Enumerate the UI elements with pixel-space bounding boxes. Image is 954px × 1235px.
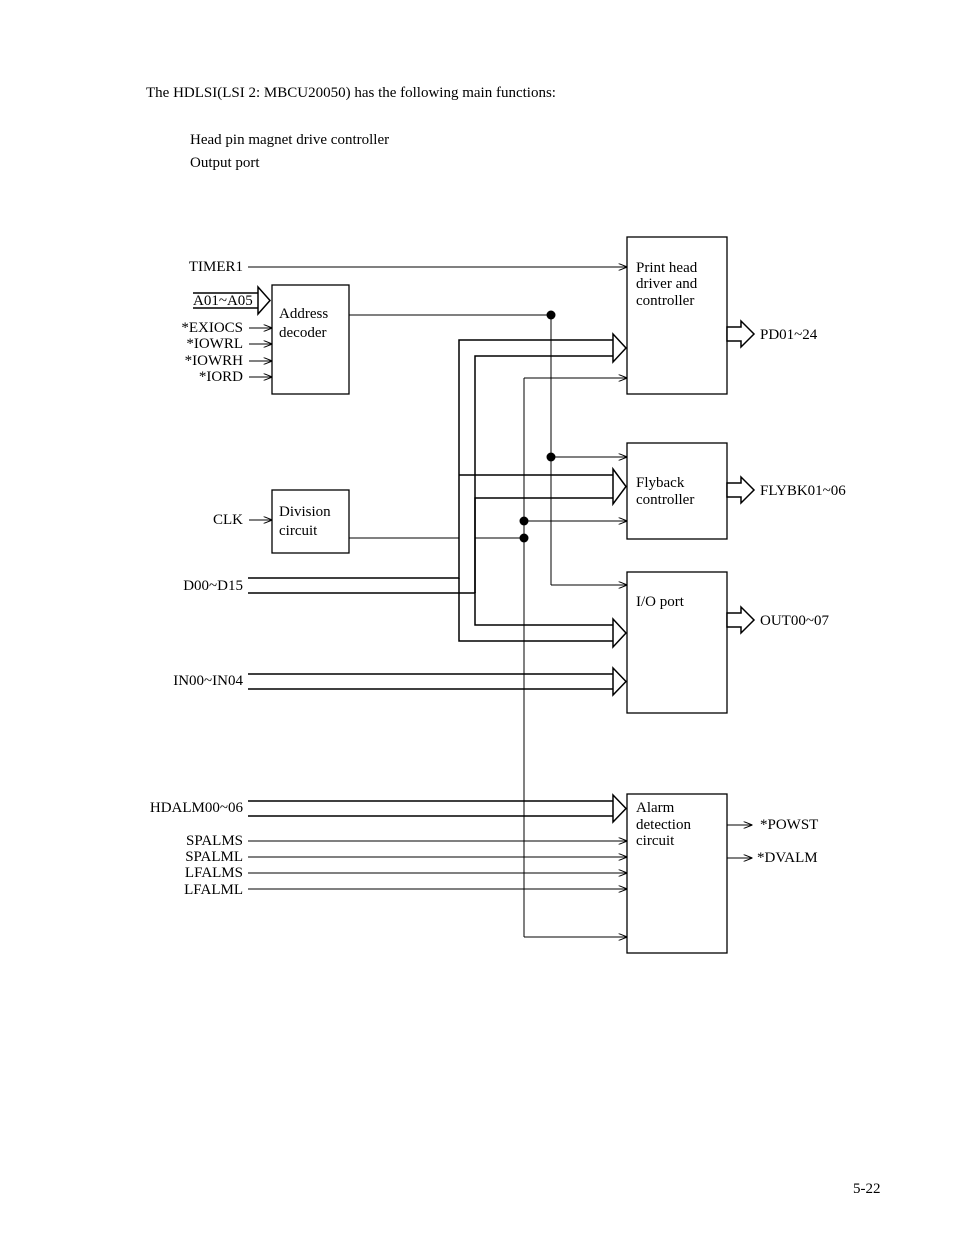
division-circuit-label: circuit (279, 523, 318, 539)
flyback-label: Flyback (636, 475, 685, 491)
signal-label-hdalm00-06: HDALM00~06 (150, 800, 244, 816)
intro-text: The HDLSI(LSI 2: MBCU20050) has the foll… (146, 85, 556, 101)
print-head-block (626, 236, 728, 395)
print-head-label: driver and (636, 276, 698, 292)
signal-label-iowrl: *IOWRL (186, 336, 243, 352)
signal-lines (248, 267, 752, 937)
signal-label-dvalm: *DVALM (757, 850, 818, 866)
junction-dots (519, 310, 556, 543)
alarm-block (626, 793, 728, 954)
signal-label-iord: *IORD (199, 369, 243, 385)
signal-label-lfalml: LFALML (184, 882, 243, 898)
data-bus (193, 285, 628, 824)
address-decoder-label: decoder (279, 325, 326, 341)
division-circuit-block (271, 489, 350, 554)
signal-label-iowrh: *IOWRH (185, 353, 243, 369)
function-item: Output port (190, 155, 260, 171)
address-decoder-block (271, 284, 350, 395)
signal-label-clk: CLK (213, 512, 243, 528)
signal-label-a01-a05: A01~A05 (193, 293, 253, 309)
flyback-label: controller (636, 492, 694, 508)
signal-label-spalms: SPALMS (186, 833, 243, 849)
alarm-label: Alarm (636, 800, 675, 816)
page-number: 5-22 (853, 1181, 881, 1197)
signal-label-in00-in04: IN00~IN04 (173, 673, 243, 689)
print-head-label: controller (636, 293, 694, 309)
print-head-label: Print head (636, 260, 698, 276)
address-decoder-label: Address (279, 306, 328, 322)
signal-label-flybk01-06: FLYBK01~06 (760, 483, 846, 499)
flyback-block (626, 442, 728, 540)
alarm-label: detection (636, 817, 691, 833)
signal-label-spalml: SPALML (185, 849, 243, 865)
signal-label-out00-07: OUT00~07 (760, 613, 829, 629)
alarm-label: circuit (636, 833, 675, 849)
signal-label-powst: *POWST (760, 817, 818, 833)
signal-label-pd01-24: PD01~24 (760, 327, 818, 343)
signal-label-d00-d15: D00~D15 (183, 578, 243, 594)
division-circuit-label: Division (279, 504, 331, 520)
signal-label-timer1: TIMER1 (189, 259, 243, 275)
io-port-block (626, 571, 728, 714)
output-arrows (726, 319, 756, 635)
signal-label-exiocs: *EXIOCS (181, 320, 243, 336)
signal-label-lfalms: LFALMS (185, 865, 243, 881)
function-item: Head pin magnet drive controller (190, 132, 390, 148)
io-port-label: I/O port (636, 594, 685, 610)
